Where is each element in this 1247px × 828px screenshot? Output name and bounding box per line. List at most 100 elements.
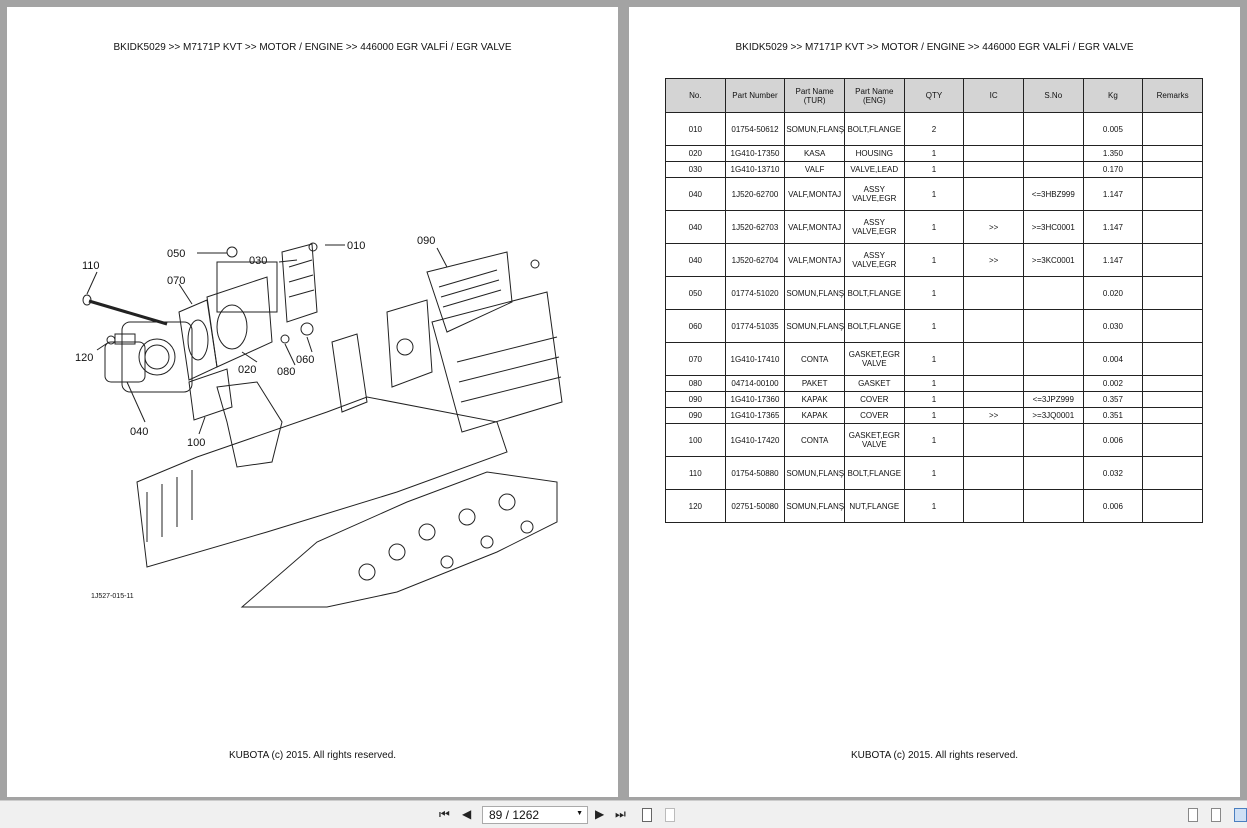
table-cell: BOLT,FLANGE (843, 456, 905, 490)
table-cell (963, 145, 1024, 162)
table-cell: >> (963, 243, 1024, 277)
table-cell: <=3JPZ999 (1022, 391, 1084, 408)
table-cell (1022, 456, 1084, 490)
table-cell (1142, 391, 1203, 408)
callout-070: 070 (167, 275, 185, 287)
table-cell: VALF,MONTAJ (784, 243, 845, 277)
table-cell (1142, 161, 1203, 178)
table-cell: 100 (665, 423, 726, 457)
table-cell: 080 (665, 375, 726, 392)
table-cell: 1 (903, 210, 965, 244)
dropdown-arrow-icon[interactable]: ▼ (576, 810, 583, 817)
single-page-view-icon[interactable] (1188, 808, 1198, 822)
two-page-view-icon[interactable] (1234, 808, 1247, 822)
table-cell (1142, 456, 1203, 490)
table-cell: KAPAK (784, 391, 845, 408)
table-cell: CONTA (784, 423, 845, 457)
previous-page-button[interactable]: ◀ (462, 807, 472, 821)
diagram-code: 1J527-015-11 (91, 593, 134, 600)
table-cell (1142, 375, 1203, 392)
table-cell (963, 161, 1024, 178)
next-page-button[interactable]: ▶ (595, 807, 605, 821)
fit-page-icon[interactable] (665, 808, 675, 822)
table-cell: 1 (903, 276, 965, 310)
table-cell (1022, 375, 1084, 392)
table-cell: 0.004 (1082, 342, 1144, 376)
table-cell (963, 342, 1024, 376)
table-cell: 1 (903, 407, 965, 424)
table-cell: 1.350 (1082, 145, 1144, 162)
table-cell: COVER (843, 391, 905, 408)
table-cell (1022, 161, 1084, 178)
table-cell (1022, 276, 1084, 310)
table-cell: 01754-50880 (724, 456, 786, 490)
table-cell: 0.005 (1082, 112, 1144, 146)
table-cell: 1 (903, 423, 965, 457)
table-cell: >=3KC0001 (1022, 243, 1084, 277)
table-cell (1142, 112, 1203, 146)
table-cell: 2 (903, 112, 965, 146)
left-page: BKIDK5029 >> M7171P KVT >> MOTOR / ENGIN… (7, 7, 618, 797)
table-cell: 1J520-62704 (724, 243, 786, 277)
table-cell: KASA (784, 145, 845, 162)
table-cell (1022, 423, 1084, 457)
table-cell: SOMUN,FLANŞ (784, 309, 845, 343)
continuous-view-icon[interactable] (1211, 808, 1221, 822)
table-cell: 0.357 (1082, 391, 1144, 408)
table-cell: 1 (903, 145, 965, 162)
last-page-button[interactable]: ⏭ (615, 807, 626, 821)
table-cell (1142, 145, 1203, 162)
table-cell: 04714-00100 (724, 375, 786, 392)
table-cell: 0.020 (1082, 276, 1144, 310)
table-cell: 1 (903, 309, 965, 343)
table-cell: VALF (784, 161, 845, 178)
table-cell (963, 489, 1024, 523)
table-cell: 1G410-17420 (724, 423, 786, 457)
table-cell (1142, 243, 1203, 277)
copyright-footer: KUBOTA (c) 2015. All rights reserved. (228, 750, 397, 761)
table-cell: 1.147 (1082, 243, 1144, 277)
callout-050: 050 (167, 248, 185, 260)
callout-120: 120 (75, 352, 93, 364)
rotate-view-icon[interactable] (642, 808, 652, 822)
table-cell (963, 112, 1024, 146)
breadcrumb: BKIDK5029 >> M7171P KVT >> MOTOR / ENGIN… (113, 42, 512, 53)
table-cell: SOMUN,FLANŞ (784, 489, 845, 523)
callout-030: 030 (249, 255, 267, 267)
table-cell: BOLT,FLANGE (843, 276, 905, 310)
column-header: Remarks (1142, 78, 1203, 113)
table-cell: 090 (665, 407, 726, 424)
table-cell (1022, 309, 1084, 343)
first-page-button[interactable]: ⏮ (439, 807, 450, 821)
table-cell: VALVE,LEAD (843, 161, 905, 178)
table-cell: 1 (903, 456, 965, 490)
table-cell: PAKET (784, 375, 845, 392)
table-cell: SOMUN,FLANŞ (784, 456, 845, 490)
table-cell: 1 (903, 177, 965, 211)
column-header: Part Number (724, 78, 786, 113)
table-cell (1142, 423, 1203, 457)
table-cell: 0.351 (1082, 407, 1144, 424)
table-cell (1142, 177, 1203, 211)
table-cell: 1G410-17410 (724, 342, 786, 376)
table-cell (963, 391, 1024, 408)
table-cell: 1 (903, 243, 965, 277)
table-cell: 1G410-17350 (724, 145, 786, 162)
callout-100: 100 (187, 437, 205, 449)
table-cell: 050 (665, 276, 726, 310)
table-cell: 01754-50612 (724, 112, 786, 146)
table-cell (963, 177, 1024, 211)
table-cell: 1.147 (1082, 177, 1144, 211)
table-cell: 060 (665, 309, 726, 343)
table-cell: 0.006 (1082, 423, 1144, 457)
page-number-input[interactable]: 89 / 1262▼ (482, 806, 588, 824)
table-cell (1142, 489, 1203, 523)
table-cell: 040 (665, 177, 726, 211)
